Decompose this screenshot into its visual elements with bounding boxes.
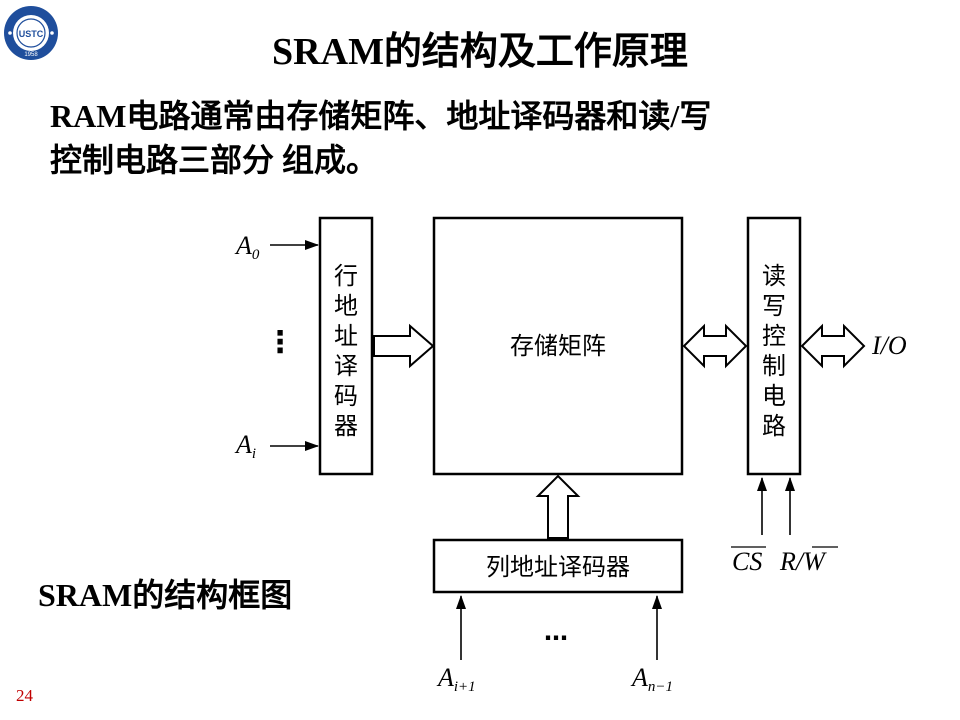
intro-line-1: RAM电路通常由存储矩阵、地址译码器和读/写: [50, 98, 712, 134]
an1-label: An−1: [630, 663, 673, 695]
rw-control-char: 写: [762, 292, 786, 320]
row-decoder-char: 译: [334, 352, 358, 380]
row-decoder-char: 器: [334, 412, 358, 440]
logo-year: 1958: [24, 52, 38, 58]
array-rw-double-arrow: [682, 323, 748, 369]
io-label: I/O: [871, 331, 907, 360]
row-decoder-char: 码: [334, 382, 358, 410]
cs-label: CS: [732, 547, 762, 576]
logo-text: USTC: [19, 29, 44, 39]
university-seal-icon: USTC 1958: [4, 6, 58, 60]
slide-title: SRAM的结构及工作原理: [272, 31, 688, 73]
intro-text: RAM电路通常由存储矩阵、地址译码器和读/写 控制电路三部分 组成。: [50, 94, 870, 182]
row-decoder-char: 行: [334, 262, 358, 290]
memory-array-box: [432, 216, 684, 476]
vertical-ellipsis: ⋮: [265, 325, 295, 360]
horizontal-ellipsis: …: [544, 618, 568, 646]
diagram-caption: SRAM的结构框图: [38, 577, 293, 613]
column-to-array-arrow: [535, 474, 581, 539]
a0-label: A0: [234, 231, 260, 263]
rw-control-char: 路: [762, 412, 786, 440]
rw-control-char: 控: [762, 322, 786, 350]
column-decoder-label: 列地址译码器: [486, 553, 630, 581]
memory-array-label: 存储矩阵: [510, 332, 606, 360]
column-decoder-box: [432, 538, 684, 594]
row-decoder-char: 址: [334, 322, 358, 350]
ai-label: Ai: [234, 430, 256, 462]
row-decoder-char: 地: [334, 292, 358, 320]
row-to-array-arrow: [373, 323, 435, 369]
page-number: 24: [16, 686, 33, 705]
io-double-arrow: [800, 323, 866, 369]
intro-line-2: 控制电路三部分 组成。: [50, 142, 379, 178]
rw-control-char: 制: [762, 352, 786, 380]
rw-label: R/W: [779, 547, 827, 576]
rw-control-char: 读: [762, 262, 786, 290]
rw-control-char: 电: [762, 382, 786, 410]
rw-control-box: [746, 216, 802, 476]
row-decoder-box: [318, 216, 374, 476]
ai1-label: Ai+1: [436, 663, 476, 695]
